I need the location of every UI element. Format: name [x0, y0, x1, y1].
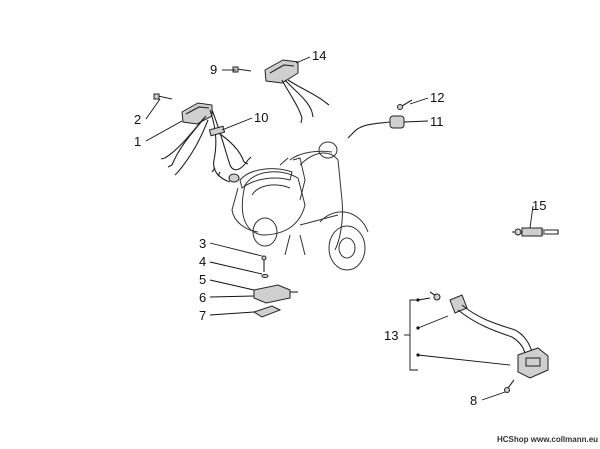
callout-15: 15: [532, 198, 546, 213]
watermark-text: HCShop www.collmann.eu: [497, 435, 598, 444]
callout-1: 1: [134, 134, 141, 149]
callout-7: 7: [199, 308, 206, 323]
callout-14: 14: [312, 48, 326, 63]
callout-6: 6: [199, 290, 206, 305]
leader-lines: [145, 56, 534, 401]
wiring-harness-part: [160, 109, 252, 183]
callout-9: 9: [210, 62, 217, 77]
callout-2: 2: [134, 112, 141, 127]
callout-labels: 1 2 3 4 5 6 7 8 9 10 11 12 13 14 15: [134, 48, 546, 408]
callout-3: 3: [199, 236, 206, 251]
headlight-part: [264, 59, 330, 124]
callout-10: 10: [254, 110, 268, 125]
switch-part-11: [347, 115, 405, 139]
callout-5: 5: [199, 272, 206, 287]
bulb-part-15: [512, 227, 559, 237]
ignition-switch-part-13: [429, 291, 549, 393]
callout-4: 4: [199, 254, 206, 269]
callout-13: 13: [384, 328, 398, 343]
callout-12: 12: [430, 90, 444, 105]
screw-part-2: [153, 93, 173, 100]
callout-8: 8: [470, 393, 477, 408]
stop-switch-assembly: [252, 255, 298, 318]
bracket-13: [404, 297, 511, 371]
callout-11: 11: [430, 114, 444, 129]
screw-part-9: [232, 66, 252, 73]
screw-part-12: [397, 99, 413, 110]
scooter-drawing: [231, 141, 369, 271]
